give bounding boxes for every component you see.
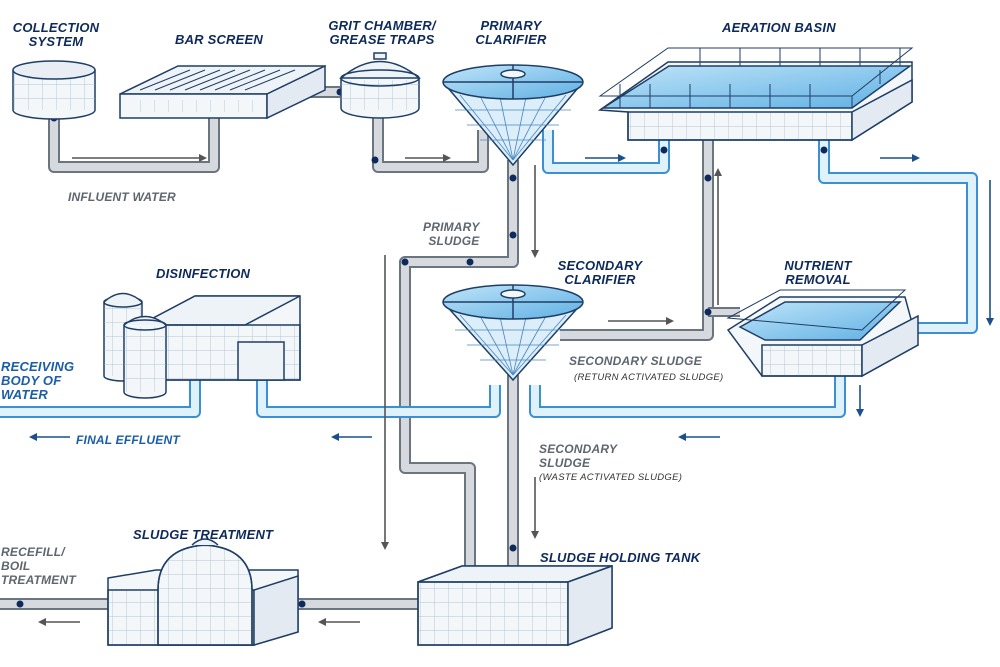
- label-primary-sludge: PRIMARY SLUDGE: [423, 220, 480, 248]
- grey-pipes: [0, 86, 740, 610]
- label-aeration-basin: AERATION BASIN: [722, 20, 836, 35]
- primary-clarifier-cone: [442, 64, 584, 167]
- nutrient-removal-basin: [726, 289, 919, 378]
- secondary-clarifier-cone: [442, 284, 584, 382]
- collection-system-tank: [12, 60, 96, 120]
- label-waste-activated-sludge: (WASTE ACTIVATED SLUDGE): [539, 472, 683, 483]
- label-secondary-sludge-return: SECONDARY SLUDGE: [569, 354, 702, 368]
- label-secondary-clarifier: SECONDARY CLARIFIER: [557, 258, 643, 287]
- label-influent-water: INFLUENT WATER: [68, 190, 176, 204]
- label-collection-system: COLLECTION SYSTEM: [12, 20, 100, 49]
- label-receiving-body: RECEIVING BODY OF WATER: [1, 359, 75, 402]
- label-grit-chamber: GRIT CHAMBER/ GREASE TRAPS: [328, 18, 436, 47]
- label-bar-screen: BAR SCREEN: [175, 32, 263, 47]
- label-primary-clarifier: PRIMARY CLARIFIER: [475, 18, 547, 47]
- label-sludge-treatment: SLUDGE TREATMENT: [133, 527, 274, 542]
- label-recefill-treatment: RECEFILL/ BOIL TREATMENT: [1, 545, 76, 587]
- label-final-effluent: FINAL EFFLUENT: [76, 433, 180, 447]
- label-nutrient-removal: NUTRIENT REMOVAL: [784, 258, 852, 287]
- label-secondary-sludge-waste: SECONDARY SLUDGE: [539, 442, 618, 470]
- flow-arrows: [29, 154, 994, 626]
- label-disinfection: DISINFECTION: [156, 266, 251, 281]
- sludge-treatment-digester: [107, 538, 299, 647]
- label-sludge-holding-tank: SLUDGE HOLDING TANK: [540, 550, 701, 565]
- water-pipes: [0, 130, 978, 418]
- sludge-holding-tank: [417, 564, 613, 647]
- bar-screen-unit: [119, 64, 326, 120]
- disinfection-building: [103, 292, 301, 399]
- label-return-activated-sludge: (RETURN ACTIVATED SLUDGE): [574, 372, 724, 383]
- grit-chamber-tank: [338, 52, 422, 119]
- aeration-basin: [597, 47, 914, 142]
